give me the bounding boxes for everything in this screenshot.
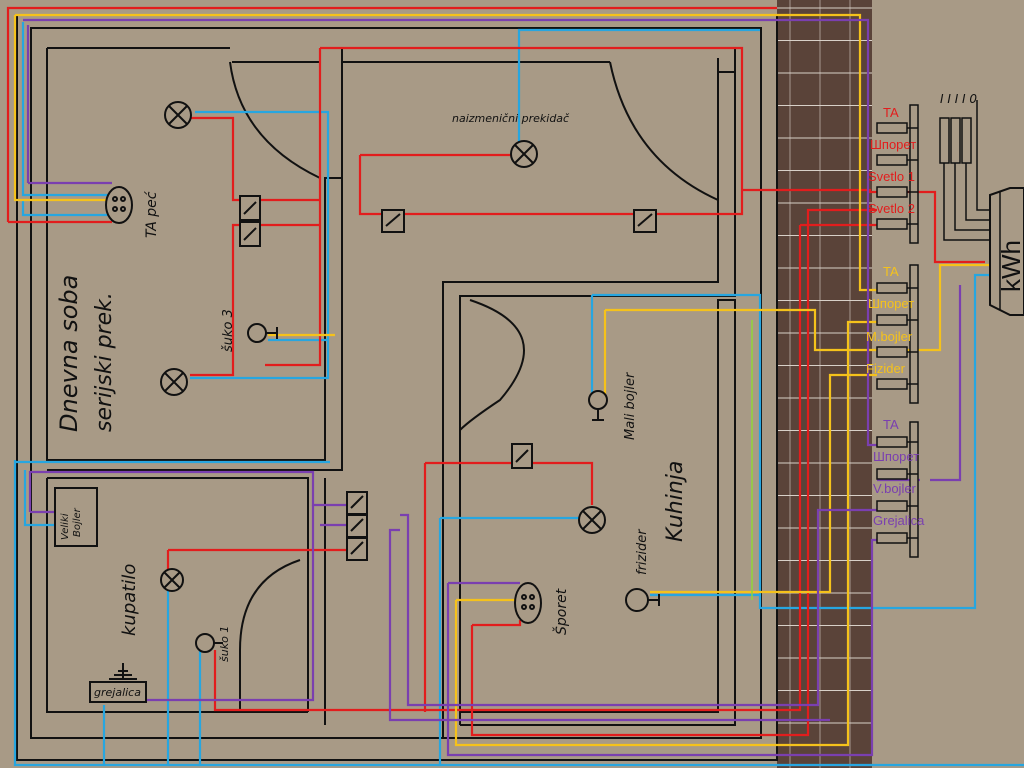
panel-yellow-2: Шпорет [868, 296, 914, 311]
terminal-block [876, 154, 908, 166]
terminal-block [876, 532, 908, 544]
switch-icon [381, 209, 405, 233]
terminal-block [876, 314, 908, 326]
label-big-boiler-2: Bojler [72, 507, 83, 537]
socket-icon [625, 588, 660, 612]
socket-icon [247, 323, 278, 343]
switch-icon [239, 195, 261, 221]
stove-socket-icon [105, 186, 133, 224]
kwh-meter: kWh [989, 187, 1024, 316]
walls [16, 14, 778, 761]
fixtures [54, 101, 660, 703]
panel-purple-4: Grejalica [873, 513, 925, 528]
ground-icon [109, 663, 137, 680]
kwh-label: kWh [996, 240, 1024, 292]
light-icon [510, 140, 538, 168]
light-icon [160, 368, 188, 396]
panel-yellow-3: M.bojler [866, 329, 913, 344]
panel-red-1: TA [883, 105, 899, 120]
panel-purple-3: V.bojler [873, 481, 917, 496]
label-bathroom: kupatilo [119, 564, 140, 636]
panel-labels: TA Шпорет Svetlo 1 Svetlo 2 TA Шпорет M.… [866, 105, 925, 528]
label-fridge: frizider [635, 528, 650, 575]
switch-icon [346, 491, 368, 515]
panel-yellow-1: TA [883, 264, 899, 279]
switch-icon [633, 209, 657, 233]
socket-icon [195, 633, 223, 653]
panel-red-3: Svetlo 1 [868, 169, 915, 184]
panel-red-4: Svetlo 2 [868, 201, 915, 216]
terminal-block [876, 218, 908, 230]
labels: Dnevna soba serijski prek. kupatilo Kuhi… [55, 112, 688, 699]
label-socket-1: šuko 1 [218, 626, 231, 662]
wall-strip [777, 0, 872, 768]
panel-yellow-4: Fizider [866, 361, 906, 376]
terminal-block [876, 378, 908, 390]
switch-icon [511, 443, 533, 469]
label-kitchen: Kuhinja [663, 461, 688, 542]
light-icon [160, 568, 184, 592]
light-icon [164, 101, 192, 129]
blue-wires [13, 22, 1024, 767]
boiler-box [54, 487, 98, 547]
label-alternating-switch: naizmenični prekidač [452, 112, 570, 125]
light-icon [578, 506, 606, 534]
label-big-boiler-1: Veliki [60, 513, 71, 540]
terminal-block [876, 436, 908, 448]
terminal-block [876, 282, 908, 294]
socket-icon [588, 390, 608, 421]
switch-icon [346, 537, 368, 561]
fuse-terminal-labels: I I I I 0 [940, 92, 977, 106]
purple-wires [23, 18, 962, 757]
panel-red-2: Шпорет [870, 137, 916, 152]
label-ta-stove: TA peć [144, 190, 160, 238]
terminal-block [876, 500, 908, 512]
terminal-block [876, 122, 908, 134]
panel-purple-1: TA [883, 417, 899, 432]
terminal-block [876, 468, 908, 480]
distribution-panels [876, 104, 919, 558]
label-living-room: Dnevna soba [55, 275, 83, 432]
switch-icon [239, 221, 261, 247]
label-small-boiler: Mali bojler [623, 371, 638, 440]
terminal-block [876, 346, 908, 358]
switch-icon [346, 514, 368, 538]
heater-box [89, 681, 147, 703]
red-wires [6, 6, 985, 737]
fuse-block [939, 100, 990, 241]
label-heater: grejalica [94, 686, 141, 699]
label-socket-3: šuko 3 [221, 309, 236, 352]
label-living-room-sub: serijski prek. [92, 292, 117, 432]
stove-socket-icon [514, 582, 542, 624]
terminal-block [876, 186, 908, 198]
label-stove: Šporet [552, 588, 570, 635]
panel-purple-2: Шпорет [873, 449, 919, 464]
